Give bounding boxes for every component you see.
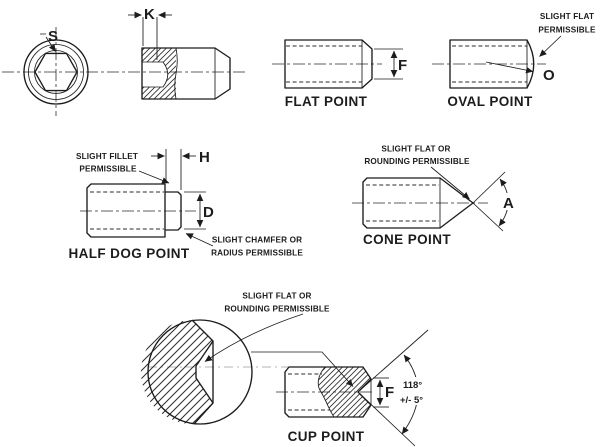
oval-note-line1: SLIGHT FLAT <box>540 12 594 21</box>
oval-note-line2: PERMISSIBLE <box>538 26 596 35</box>
view-label-half-dog-point: HALF DOG POINT <box>68 246 189 261</box>
dim-label-f: F <box>398 57 407 74</box>
cup-note-line2: ROUNDING PERMISSIBLE <box>224 305 330 314</box>
socket-cavity-outline <box>142 61 169 88</box>
cone-note-line1: SLIGHT FLAT OR <box>381 145 450 154</box>
a-label-backing <box>501 193 517 210</box>
oval-point-view: SLIGHT FLAT PERMISSIBLE O OVAL POINT <box>432 12 596 109</box>
oval-note-leader <box>539 35 562 57</box>
fillet-note-line1: SLIGHT FILLET <box>76 152 138 161</box>
screw-body-outline <box>86 183 166 238</box>
socket-section-view: K <box>128 6 231 100</box>
dim-label-k: K <box>144 6 155 23</box>
fillet-note-line2: PERMISSIBLE <box>79 165 137 174</box>
screw-body-outline <box>362 177 474 229</box>
cup-note-leader <box>204 313 304 362</box>
a-angle-line-lower <box>472 202 504 232</box>
angle-tolerance-label: +/- 5° <box>400 395 423 406</box>
o-leader-line <box>485 61 534 74</box>
angle-line-lower <box>357 391 416 447</box>
view-label-oval-point: OVAL POINT <box>447 94 533 109</box>
half-dog-point-view: H D SLIGHT FILLET PERMISSIBLE SLIGHT CHA… <box>68 149 303 261</box>
detail-section-hatching <box>140 320 213 425</box>
detail-cup-profile <box>191 319 214 425</box>
fillet-note-leader <box>138 170 170 184</box>
angle-line-upper <box>357 329 429 393</box>
cup-note-line1: SLIGHT FLAT OR <box>242 292 311 301</box>
chamfer-note-line1: SLIGHT CHAMFER OR <box>212 236 302 245</box>
dim-label-h: H <box>199 149 210 166</box>
socket-end-view: S <box>2 27 246 116</box>
chamfer-note-leader <box>185 233 214 247</box>
break-line <box>317 366 335 418</box>
dim-label-f-cup: F <box>385 384 394 401</box>
view-label-flat-point: FLAT POINT <box>285 94 368 109</box>
dim-label-s: S <box>48 28 58 45</box>
cup-point-view: F 118° +/- 5° CUP POINT <box>276 329 429 447</box>
cone-note-line2: ROUNDING PERMISSIBLE <box>364 157 470 166</box>
flat-point-view: F FLAT POINT <box>272 39 407 109</box>
cup-point-detail-view: SLIGHT FLAT OR ROUNDING PERMISSIBLE <box>140 292 354 425</box>
outer-diameter-circle <box>23 39 89 105</box>
view-label-cup-point: CUP POINT <box>288 429 365 444</box>
detail-circle <box>147 319 253 425</box>
cone-point-view: SLIGHT FLAT OR ROUNDING PERMISSIBLE A CO… <box>352 145 517 247</box>
view-label-cone-point: CONE POINT <box>363 232 451 247</box>
hex-socket <box>34 52 78 92</box>
break-line <box>174 47 178 100</box>
s-leader-line <box>40 33 56 52</box>
chamfer-note-line2: RADIUS PERMISSIBLE <box>211 249 303 258</box>
dim-label-o: O <box>543 67 555 84</box>
broken-section-hatching <box>318 367 371 417</box>
angle-label-backing <box>399 377 426 405</box>
dim-label-a: A <box>503 195 514 212</box>
a-angle-line-upper <box>472 171 506 204</box>
cone-note-leader <box>430 166 470 200</box>
section-hatching <box>142 48 176 99</box>
angle-value-label: 118° <box>403 380 422 391</box>
dog-point-outline <box>165 191 182 231</box>
dim-label-d: D <box>203 204 214 221</box>
